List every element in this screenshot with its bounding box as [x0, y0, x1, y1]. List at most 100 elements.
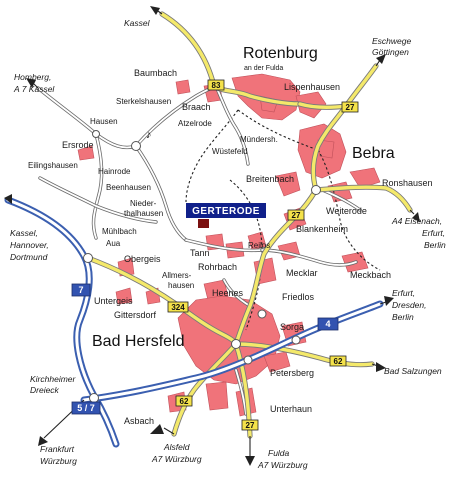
label-eilingshausen: Eilingshausen: [28, 161, 78, 170]
road-mecklar-meckbach: [260, 248, 358, 267]
dest-frankfurt-2: Würzburg: [40, 456, 77, 466]
town-area-petersberg: [263, 351, 291, 373]
junction-homberg: [92, 130, 100, 138]
dest-erfurt-1: Erfurt,: [392, 288, 415, 298]
label-unterhaun: Unterhaun: [270, 404, 312, 414]
badge-a7: 7: [71, 283, 91, 297]
label-sorga: Sorga: [280, 322, 304, 332]
junctions: [83, 130, 321, 403]
label-bebra: Bebra: [352, 145, 395, 162]
road-badges: 83 27 27 324 62 62 27 7: [71, 79, 359, 431]
badge-b324: 324: [167, 301, 189, 313]
dest-fulda-2: A7 Würzburg: [257, 460, 308, 470]
destination-labels: Kassel Eschwege Göttingen Homberg, A 7 K…: [10, 18, 446, 470]
dest-homberg-1: Homberg,: [14, 72, 51, 82]
label-obergeis: Obergeis: [124, 254, 161, 264]
arrow-kassel-a7-icon: [4, 194, 12, 204]
town-area-rotenburg: [231, 73, 301, 121]
town-area-baumbach: [175, 79, 191, 95]
badge-b62-south: 62: [175, 395, 193, 407]
dest-alsfeld-1: Alsfeld: [163, 442, 190, 452]
town-area-ronshausen: [349, 167, 381, 189]
junction-bebra: [311, 185, 321, 195]
badge-b27-bebra: 27: [341, 101, 359, 113]
dest-kassel-hann-2: Hannover,: [10, 240, 49, 250]
label-aua: Aua: [106, 239, 121, 248]
dest-frankfurt-1: Frankfurt: [40, 444, 75, 454]
dest-alsfeld-2: A7 Würzburg: [151, 454, 202, 464]
svg-text:4: 4: [325, 319, 330, 329]
gerterode-label: GERTERODE: [192, 206, 260, 217]
town-area-untergeis: [115, 287, 133, 305]
label-hausen: Hausen: [90, 117, 118, 126]
dest-kassel-hann-1: Kassel,: [10, 228, 38, 238]
junction-ersrode: [131, 141, 141, 151]
dest-kassel: Kassel: [124, 18, 151, 28]
badge-b27-south: 27: [241, 419, 259, 431]
arrow-bad-salzungen-icon: [376, 362, 386, 372]
town-area-heenes: [203, 279, 229, 301]
junction-a7-north: [83, 253, 93, 263]
badge-a4: 4: [317, 317, 339, 331]
badge-a5-7: 5 / 7: [71, 401, 101, 415]
arrow-alsfeld-icon: [150, 424, 164, 434]
svg-text:62: 62: [180, 397, 189, 406]
label-ronshausen: Ronshausen: [382, 178, 433, 188]
rail-rotenburg-bebra: [237, 109, 319, 151]
label-bad-hersfeld: Bad Hersfeld: [92, 333, 185, 350]
label-petersberg: Petersberg: [270, 368, 314, 378]
label-rotenburg: Rotenburg: [243, 45, 318, 62]
label-mecklar: Mecklar: [286, 268, 318, 278]
dest-kirchheim-1: Kirchheimer: [30, 374, 77, 384]
junction-petersberg: [243, 355, 253, 365]
badge-b27-mid: 27: [287, 209, 305, 221]
label-heenes: Heenes: [212, 288, 244, 298]
junction-kirchheim: [89, 393, 99, 403]
town-area-bebra-2: [317, 139, 335, 159]
junction-friedlos: [257, 309, 267, 319]
dest-kassel-hann-3: Dortmund: [10, 252, 48, 262]
label-rohrbach: Rohrbach: [198, 262, 237, 272]
label-sterkelshausen: Sterkelshausen: [116, 97, 171, 106]
svg-text:27: 27: [292, 211, 301, 220]
dest-eschwege-1: Eschwege: [372, 36, 411, 46]
dest-kirchheim-2: Dreieck: [30, 385, 60, 395]
label-weiterode: Weiterode: [326, 206, 367, 216]
label-blankenheim: Blankenheim: [296, 224, 348, 234]
town-area-bad-hersfeld-south: [205, 381, 229, 411]
svg-text:5 / 7: 5 / 7: [77, 403, 95, 413]
label-rotenburg-sub: an der Fulda: [244, 65, 283, 72]
svg-text:27: 27: [246, 421, 255, 430]
direction-arrows: [4, 6, 420, 466]
arrow-kassel-icon: [150, 6, 160, 15]
dest-erfurt-2: Dresden,: [392, 300, 427, 310]
svg-text:7: 7: [78, 285, 83, 295]
dest-eisenach-3: Berlin: [424, 240, 446, 250]
svg-text:27: 27: [346, 103, 355, 112]
gerterode-pin-icon: [198, 219, 209, 228]
dest-eisenach-1: A4 Eisenach,: [391, 216, 442, 226]
dest-fulda-1: Fulda: [268, 448, 290, 458]
arrow-eisenach-icon: [412, 212, 420, 222]
badge-b62-east: 62: [329, 355, 347, 367]
label-tann: Tann: [190, 248, 210, 258]
label-breitenbach: Breitenbach: [246, 174, 294, 184]
arrow-erfurt-icon: [384, 296, 394, 306]
label-niederthalhausen-1: Nieder-: [130, 199, 157, 208]
label-muendershausen: Mündersh.: [240, 135, 278, 144]
rail-bebra-south: [317, 149, 381, 271]
junction-sorga: [291, 335, 301, 345]
label-braach: Braach: [182, 102, 211, 112]
dest-bad-salzungen: Bad Salzungen: [384, 366, 442, 376]
railway-lines: [185, 109, 381, 331]
rail-hersfeld-north: [245, 249, 263, 331]
town-area-breitenbach: [275, 171, 301, 197]
badge-b83: 83: [207, 79, 225, 91]
label-muehlbach: Mühlbach: [102, 227, 137, 236]
dest-eschwege-2: Göttingen: [372, 47, 409, 57]
arrow-frankfurt-icon: [38, 436, 48, 446]
svg-text:324: 324: [171, 303, 185, 312]
dest-eisenach-2: Erfurt,: [422, 228, 445, 238]
